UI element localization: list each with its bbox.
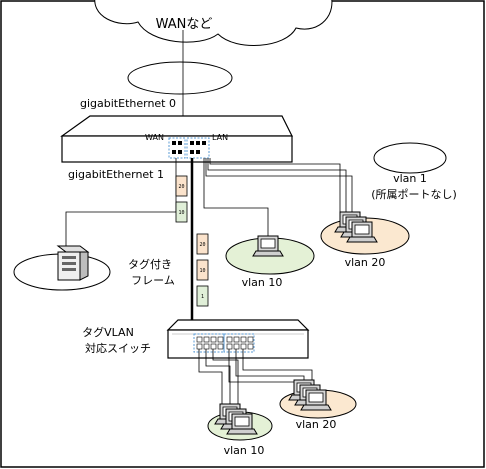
switch-ports-right-highlight: [223, 333, 255, 353]
switch-label-2: 対応スイッチ: [85, 341, 151, 355]
lan-cable-vlan20-b: [207, 158, 347, 212]
vlan10-upper-label: vlan 10: [242, 276, 283, 289]
tag-label-g10: 10: [178, 210, 184, 216]
lan-cable-vlan10: [203, 158, 269, 238]
gig1-label: gigabitEthernet 1: [68, 168, 164, 181]
vlan1-oval: [373, 142, 447, 174]
switch-label-1: タグVLAN: [82, 325, 134, 339]
wan-cloud: [94, 0, 333, 46]
vlan1-sub-label: (所属ポートなし): [371, 188, 457, 201]
vlan20-upper-label: vlan 20: [345, 256, 386, 269]
tag-frame-gig1-green: 10: [175, 201, 188, 223]
lan-port-highlight: [186, 137, 210, 159]
router-front-face: [61, 135, 293, 163]
gig0-network-oval: [127, 61, 233, 95]
tag-frame-trunk-3: 1: [196, 285, 209, 307]
tagged-frame-label-1: タグ付き: [128, 257, 172, 271]
router-top-face: [60, 115, 293, 137]
tagged-frame-label-2: フレーム: [131, 274, 175, 287]
server-icon: [56, 245, 90, 281]
lan-cable-vlan20-c: [209, 158, 341, 212]
tag-label-b1: 1: [201, 294, 204, 300]
switch-top-face: [166, 319, 310, 331]
pc-stack-vlan20-upper: [335, 212, 377, 242]
tag-label-b10: 10: [199, 268, 205, 274]
switch-ports-left-highlight: [193, 333, 225, 353]
tag-frame-trunk-2: 10: [196, 259, 209, 281]
switch-ports: [196, 336, 254, 350]
vlan10-lower-label: vlan 10: [224, 444, 265, 457]
tag-label-g20: 20: [178, 184, 184, 190]
wan-port-highlight: [168, 137, 186, 159]
tag-label-b20: 20: [199, 242, 205, 248]
pc-stack-vlan20-lower: [289, 380, 331, 410]
pc-stack-vlan10-lower: [215, 404, 257, 434]
vlan1-label: vlan 1: [393, 172, 427, 185]
wan-port-label: WAN: [145, 133, 164, 142]
pc-icon-vlan10-upper: [252, 235, 284, 257]
router-ports: [172, 141, 206, 154]
tag-frame-trunk-1: 20: [196, 233, 209, 255]
gig0-label: gigabitEthernet 0: [80, 97, 176, 110]
vlan20-lower-label: vlan 20: [296, 418, 337, 431]
tag-frame-gig1-orange: 20: [175, 175, 188, 197]
wan-cloud-label: WANなど: [156, 17, 213, 32]
lan-cable-vlan20-a: [205, 158, 353, 212]
lan-port-label: LAN: [212, 133, 228, 142]
